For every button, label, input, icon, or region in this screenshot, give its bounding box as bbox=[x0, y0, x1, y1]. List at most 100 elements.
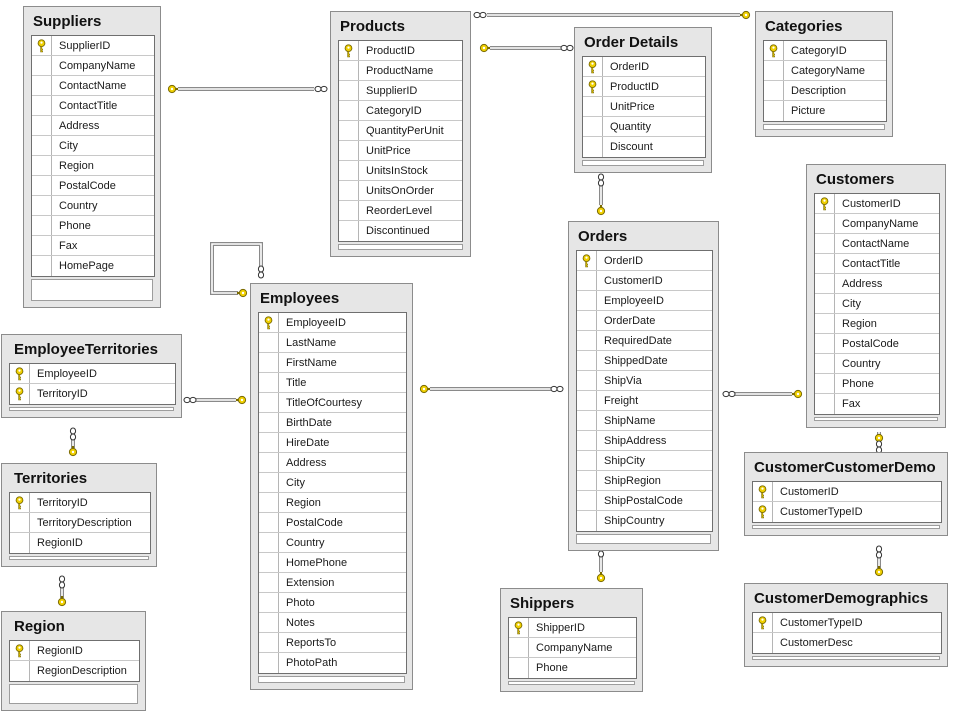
row-selector[interactable] bbox=[259, 613, 279, 632]
row-selector[interactable] bbox=[32, 236, 52, 255]
row-selector[interactable] bbox=[577, 451, 597, 470]
column-row[interactable]: PostalCode bbox=[815, 334, 939, 354]
column-row[interactable]: ShipRegion bbox=[577, 471, 712, 491]
column-row[interactable]: ContactName bbox=[815, 234, 939, 254]
row-selector[interactable] bbox=[10, 533, 30, 553]
column-row[interactable]: PostalCode bbox=[32, 176, 154, 196]
column-row[interactable]: ReportsTo bbox=[259, 633, 406, 653]
column-row[interactable]: Region bbox=[815, 314, 939, 334]
column-row[interactable]: ProductID bbox=[583, 77, 705, 97]
column-row[interactable]: CustomerTypeID bbox=[753, 502, 941, 522]
row-selector[interactable] bbox=[577, 271, 597, 290]
row-selector[interactable] bbox=[577, 411, 597, 430]
row-selector[interactable] bbox=[259, 353, 279, 372]
column-row[interactable]: Discount bbox=[583, 137, 705, 157]
column-row[interactable]: CustomerID bbox=[577, 271, 712, 291]
column-row[interactable]: CustomerID bbox=[815, 194, 939, 214]
column-row[interactable]: CompanyName bbox=[815, 214, 939, 234]
column-row[interactable]: ReorderLevel bbox=[339, 201, 462, 221]
column-row[interactable]: UnitPrice bbox=[583, 97, 705, 117]
column-row[interactable]: Discontinued bbox=[339, 221, 462, 241]
row-selector[interactable] bbox=[32, 116, 52, 135]
column-row[interactable]: City bbox=[259, 473, 406, 493]
column-row[interactable]: Region bbox=[259, 493, 406, 513]
table-title[interactable]: CustomerCustomerDemo bbox=[754, 459, 936, 476]
column-row[interactable]: CompanyName bbox=[32, 56, 154, 76]
row-selector[interactable] bbox=[753, 633, 773, 653]
row-selector[interactable] bbox=[339, 141, 359, 160]
row-selector[interactable] bbox=[32, 136, 52, 155]
row-selector[interactable] bbox=[259, 333, 279, 352]
row-selector[interactable] bbox=[577, 251, 597, 270]
table-title[interactable]: Order Details bbox=[584, 34, 679, 51]
table-title[interactable]: Suppliers bbox=[33, 13, 102, 30]
row-selector[interactable] bbox=[339, 221, 359, 241]
table-title[interactable]: Shippers bbox=[510, 595, 575, 612]
column-row[interactable]: HireDate bbox=[259, 433, 406, 453]
row-selector[interactable] bbox=[764, 61, 784, 80]
row-selector[interactable] bbox=[339, 61, 359, 80]
column-row[interactable]: Fax bbox=[32, 236, 154, 256]
row-selector[interactable] bbox=[815, 294, 835, 313]
row-selector[interactable] bbox=[583, 97, 603, 116]
column-row[interactable]: CustomerDesc bbox=[753, 633, 941, 653]
row-selector[interactable] bbox=[259, 653, 279, 673]
row-selector[interactable] bbox=[509, 658, 529, 678]
row-selector[interactable] bbox=[583, 77, 603, 96]
row-selector[interactable] bbox=[32, 56, 52, 75]
row-selector[interactable] bbox=[583, 137, 603, 157]
column-row[interactable]: CategoryName bbox=[764, 61, 886, 81]
table-title[interactable]: Categories bbox=[765, 18, 843, 35]
row-selector[interactable] bbox=[815, 254, 835, 273]
row-selector[interactable] bbox=[815, 234, 835, 253]
row-selector[interactable] bbox=[259, 533, 279, 552]
column-row[interactable]: Description bbox=[764, 81, 886, 101]
column-row[interactable]: LastName bbox=[259, 333, 406, 353]
column-row[interactable]: City bbox=[32, 136, 154, 156]
row-selector[interactable] bbox=[32, 156, 52, 175]
row-selector[interactable] bbox=[815, 274, 835, 293]
column-row[interactable]: Quantity bbox=[583, 117, 705, 137]
row-selector[interactable] bbox=[32, 196, 52, 215]
row-selector[interactable] bbox=[339, 81, 359, 100]
table-title[interactable]: Orders bbox=[578, 228, 628, 245]
column-row[interactable]: CompanyName bbox=[509, 638, 636, 658]
row-selector[interactable] bbox=[339, 121, 359, 140]
column-row[interactable]: FirstName bbox=[259, 353, 406, 373]
column-row[interactable]: Title bbox=[259, 373, 406, 393]
table-title[interactable]: Territories bbox=[14, 470, 88, 487]
column-row[interactable]: UnitPrice bbox=[339, 141, 462, 161]
row-selector[interactable] bbox=[259, 313, 279, 332]
column-row[interactable]: Freight bbox=[577, 391, 712, 411]
column-row[interactable]: ShipperID bbox=[509, 618, 636, 638]
row-selector[interactable] bbox=[815, 214, 835, 233]
column-row[interactable]: RegionDescription bbox=[10, 661, 139, 681]
row-selector[interactable] bbox=[577, 391, 597, 410]
row-selector[interactable] bbox=[32, 96, 52, 115]
column-row[interactable]: HomePhone bbox=[259, 553, 406, 573]
column-row[interactable]: UnitsOnOrder bbox=[339, 181, 462, 201]
row-selector[interactable] bbox=[815, 394, 835, 414]
column-row[interactable]: Fax bbox=[815, 394, 939, 414]
row-selector[interactable] bbox=[764, 41, 784, 60]
column-row[interactable]: RegionID bbox=[10, 533, 150, 553]
column-row[interactable]: TitleOfCourtesy bbox=[259, 393, 406, 413]
column-row[interactable]: SupplierID bbox=[339, 81, 462, 101]
column-row[interactable]: UnitsInStock bbox=[339, 161, 462, 181]
row-selector[interactable] bbox=[577, 351, 597, 370]
column-row[interactable]: ShipName bbox=[577, 411, 712, 431]
row-selector[interactable] bbox=[259, 573, 279, 592]
column-row[interactable]: Address bbox=[259, 453, 406, 473]
column-row[interactable]: BirthDate bbox=[259, 413, 406, 433]
column-row[interactable]: QuantityPerUnit bbox=[339, 121, 462, 141]
row-selector[interactable] bbox=[10, 513, 30, 532]
column-row[interactable]: Country bbox=[32, 196, 154, 216]
row-selector[interactable] bbox=[10, 384, 30, 404]
row-selector[interactable] bbox=[259, 593, 279, 612]
